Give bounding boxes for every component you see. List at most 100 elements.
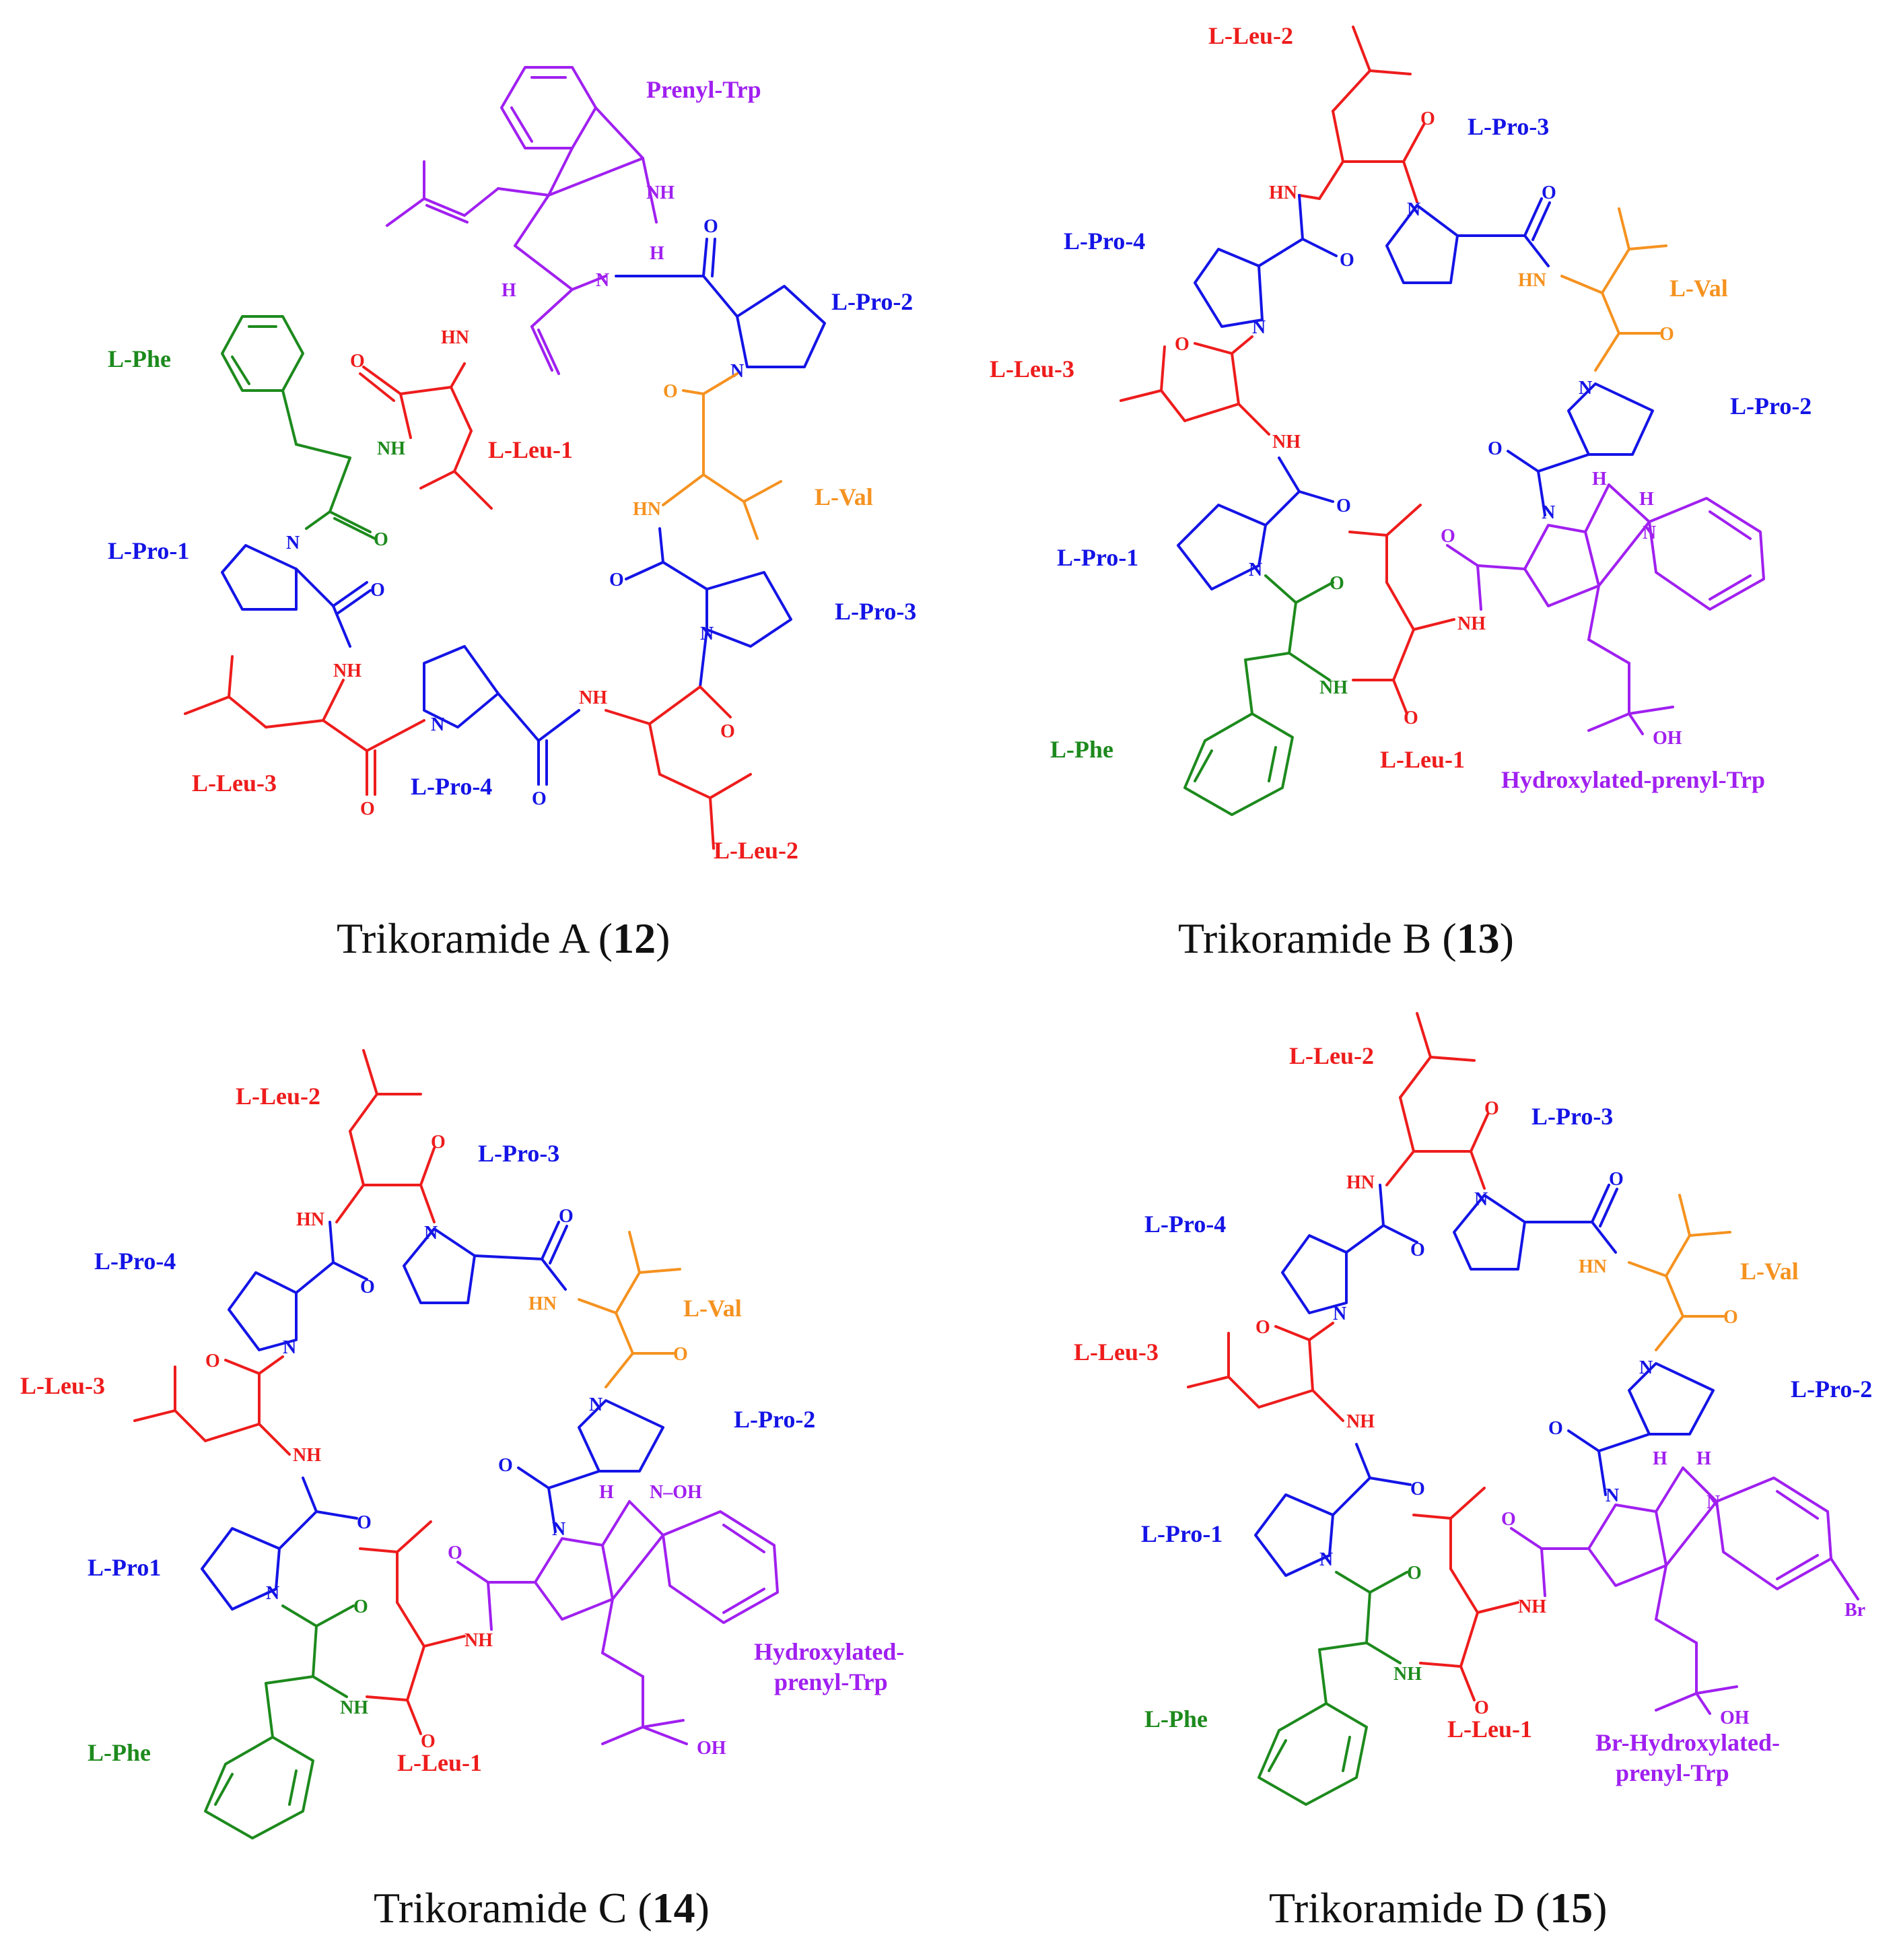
pro4-unit-a bbox=[423, 645, 580, 786]
atom-nh: NH bbox=[1518, 1596, 1546, 1617]
atom-o: O bbox=[532, 788, 547, 809]
atom-o: O bbox=[1548, 1418, 1563, 1439]
atom-hn: HN bbox=[633, 499, 661, 520]
label-leu2: L-Leu-2 bbox=[1208, 22, 1293, 49]
label-val: L-Val bbox=[1669, 275, 1728, 302]
atom-nh: NH bbox=[377, 438, 405, 459]
label-pro2: L-Pro-2 bbox=[1791, 1376, 1872, 1403]
label-pro3: L-Pro-3 bbox=[1468, 113, 1549, 140]
val-unit-c bbox=[578, 1231, 681, 1388]
label-pro2: L-Pro-2 bbox=[1730, 393, 1812, 419]
structure-trikoramide-d: L-Leu-2 O HN L-Pro-3 N O L-Pro-4 O N bbox=[1074, 1012, 1872, 1932]
atom-nh: NH bbox=[1346, 1411, 1375, 1432]
atom-o: O bbox=[1410, 1240, 1425, 1260]
label-pro1: L-Pro-1 bbox=[1057, 544, 1138, 571]
atom-hn: HN bbox=[1346, 1172, 1375, 1193]
atom-o: O bbox=[1420, 108, 1435, 129]
label-leu1: L-Leu-1 bbox=[488, 436, 573, 463]
label-trp-line2: prenyl-Trp bbox=[774, 1668, 888, 1695]
atom-o: O bbox=[1336, 496, 1351, 516]
label-phe: L-Phe bbox=[1144, 1705, 1208, 1732]
atom-n: N bbox=[283, 1337, 296, 1358]
structure-trikoramide-b: L-Leu-2 O HN L-Pro-3 N O L-Pro-4 O N bbox=[990, 22, 1812, 962]
trp-unit-d bbox=[1510, 1466, 1859, 1715]
label-trp-line2: prenyl-Trp bbox=[1616, 1759, 1729, 1786]
atom-hn: HN bbox=[1579, 1256, 1607, 1277]
atom-o: O bbox=[1609, 1169, 1624, 1190]
phe-unit-d bbox=[1257, 1571, 1408, 1806]
atom-o: O bbox=[421, 1731, 436, 1752]
trp-unit-c bbox=[456, 1500, 779, 1745]
label-leu3: L-Leu-3 bbox=[20, 1372, 105, 1399]
atom-o: O bbox=[1410, 1479, 1425, 1499]
atom-n: N bbox=[1542, 502, 1555, 523]
leu1-unit-a bbox=[359, 362, 493, 510]
pro2-unit-c bbox=[517, 1399, 664, 1533]
atom-nh: NH bbox=[464, 1630, 493, 1651]
atom-nh: NH bbox=[340, 1697, 368, 1718]
atom-o: O bbox=[1255, 1317, 1270, 1338]
label-leu1: L-Leu-1 bbox=[1380, 746, 1465, 773]
atom-h: H bbox=[1639, 489, 1654, 510]
label-pro4: L-Pro-4 bbox=[411, 773, 492, 800]
atom-o: O bbox=[1659, 324, 1674, 345]
caption-c: Trikoramide C (14) bbox=[374, 1884, 710, 1932]
atom-o: O bbox=[663, 381, 678, 402]
atom-n: N bbox=[589, 1394, 602, 1415]
val-unit-a bbox=[662, 372, 782, 540]
atom-n: N bbox=[1643, 522, 1656, 543]
atom-o: O bbox=[431, 1132, 446, 1153]
atom-o: O bbox=[1723, 1307, 1738, 1328]
atom-br: Br bbox=[1845, 1600, 1865, 1621]
leu3-unit-d bbox=[1187, 1322, 1344, 1422]
val-unit-b bbox=[1560, 207, 1667, 372]
label-pro4: L-Pro-4 bbox=[1144, 1211, 1226, 1238]
atom-o: O bbox=[374, 529, 388, 550]
atom-o: O bbox=[1407, 1563, 1422, 1584]
label-pro1: L-Pro1 bbox=[88, 1554, 161, 1581]
atom-o: O bbox=[498, 1455, 513, 1476]
atom-h: H bbox=[650, 243, 664, 264]
atom-n: N bbox=[1252, 317, 1266, 338]
phe-unit-c bbox=[204, 1604, 355, 1839]
label-leu2: L-Leu-2 bbox=[1289, 1042, 1374, 1069]
label-leu1: L-Leu-1 bbox=[1447, 1716, 1532, 1743]
atom-n: N bbox=[1707, 1492, 1720, 1513]
atom-n: N bbox=[266, 1583, 279, 1604]
leu1-unit-b bbox=[1348, 504, 1455, 715]
atom-o: O bbox=[1484, 1098, 1499, 1119]
label-pro1: L-Pro-1 bbox=[108, 537, 189, 564]
pro3-unit-b bbox=[1385, 197, 1551, 284]
label-phe: L-Phe bbox=[88, 1739, 151, 1766]
atom-o: O bbox=[360, 799, 375, 819]
atom-o: O bbox=[1175, 334, 1190, 355]
leu3-unit-a bbox=[184, 655, 425, 796]
label-phe: L-Phe bbox=[108, 345, 171, 372]
atom-o: O bbox=[357, 1512, 372, 1533]
atom-n: N bbox=[1474, 1189, 1488, 1210]
atom-o: O bbox=[1474, 1697, 1489, 1718]
atom-h: H bbox=[599, 1482, 614, 1503]
atom-oh: OH bbox=[1720, 1708, 1750, 1728]
atom-n: N bbox=[431, 714, 444, 735]
pro4-unit-c bbox=[228, 1221, 368, 1351]
atom-o: O bbox=[609, 570, 624, 590]
atom-n: N bbox=[1319, 1549, 1333, 1570]
leu2-unit-a bbox=[605, 685, 752, 850]
label-pro2: L-Pro-2 bbox=[831, 288, 913, 315]
label-pro2: L-Pro-2 bbox=[734, 1406, 815, 1433]
atom-n-oh: N–OH bbox=[650, 1482, 702, 1503]
label-trp: Hydroxylated-prenyl-Trp bbox=[1501, 766, 1765, 793]
atom-o: O bbox=[673, 1344, 688, 1365]
leu1-unit-d bbox=[1412, 1487, 1519, 1701]
atom-n: N bbox=[596, 270, 609, 291]
label-leu1: L-Leu-1 bbox=[397, 1749, 482, 1776]
atom-nh: NH bbox=[646, 182, 675, 203]
atom-o: O bbox=[1488, 438, 1503, 459]
atom-n: N bbox=[700, 623, 714, 644]
structure-trikoramide-a: Prenyl-Trp NH H H N O N L-Pro-2 O HN L-V… bbox=[108, 66, 916, 962]
atom-n: N bbox=[552, 1519, 565, 1540]
atom-oh: OH bbox=[1653, 728, 1682, 749]
pro2-unit-a bbox=[615, 238, 826, 368]
